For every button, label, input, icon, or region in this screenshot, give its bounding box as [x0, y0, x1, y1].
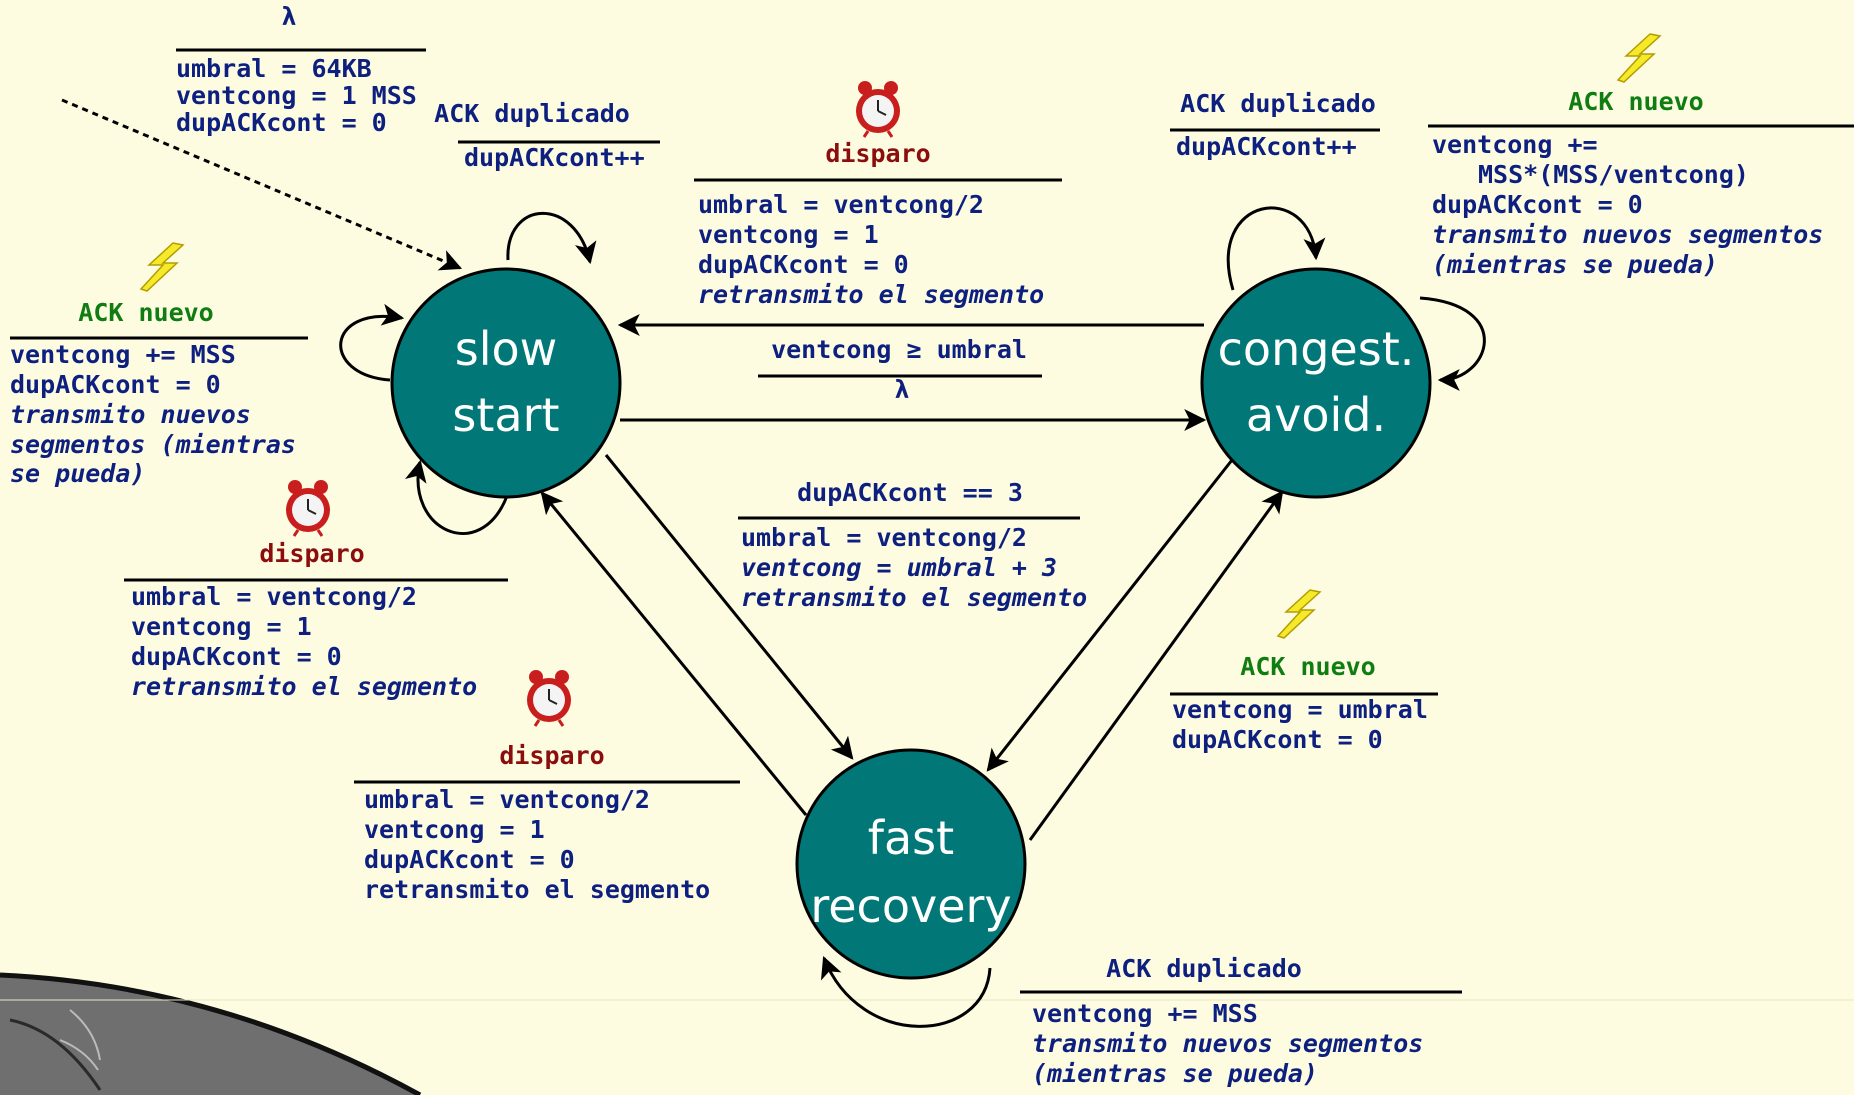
label-action: se pueda) [10, 459, 145, 488]
label-action: ventcong = 1 [131, 612, 312, 641]
state-label-line-1: fast [868, 811, 954, 865]
label-event: λ [281, 2, 296, 31]
label-action: transmito nuevos [10, 400, 251, 429]
label-action: dupACKcont = 0 [131, 642, 342, 671]
label-action: retransmito el segmento [741, 583, 1087, 612]
loop-ca-top [1226, 206, 1326, 291]
state-fast-recovery: fast recovery [795, 748, 1027, 980]
state-slow-start: slow start [390, 267, 622, 499]
loop-ca-right [1419, 296, 1486, 391]
label-action: dupACKcont = 0 [1432, 190, 1643, 219]
label-ca-new-ack: ACK nuevo ventcong += MSS*(MSS/ventcong)… [1428, 33, 1854, 279]
alarm-clock-icon [854, 79, 902, 139]
label-action: ventcong += MSS [1032, 999, 1258, 1028]
alarm-clock-icon [284, 478, 332, 538]
loop-ss-top [506, 212, 597, 265]
loop-ss-left [339, 303, 405, 382]
label-action: ventcong = 1 MSS [176, 81, 417, 110]
label-event: ACK duplicado [434, 99, 630, 128]
arrow-fr-to-ca [1028, 490, 1284, 841]
state-label-line-1: congest. [1218, 322, 1415, 376]
label-action: umbral = ventcong/2 [741, 523, 1027, 552]
transition-arrows [61, 98, 1486, 1028]
label-action: transmito nuevos segmentos [1432, 220, 1823, 249]
label-event: disparo [825, 139, 930, 168]
loop-fr-bottom [820, 955, 992, 1028]
label-action: segmentos (mientras [10, 430, 296, 459]
label-ca-to-ss-timeout: disparo umbral = ventcong/2 ventcong = 1… [694, 79, 1062, 309]
label-action: (mientras se pueda) [1432, 250, 1718, 279]
label-ss-timeout: disparo umbral = ventcong/2 ventcong = 1… [124, 478, 508, 701]
label-event: dupACKcont == 3 [797, 478, 1023, 507]
label-action: (mientras se pueda) [1032, 1059, 1318, 1088]
label-action: ventcong = umbral [1172, 695, 1428, 724]
arrow-ss-to-fr [604, 454, 854, 760]
label-initial: λ umbral = 64KB ventcong = 1 MSS dupACKc… [176, 2, 426, 137]
label-action: ventcong += MSS [10, 340, 236, 369]
label-action: umbral = ventcong/2 [364, 785, 650, 814]
label-fr-dup-ack: ACK duplicado ventcong += MSS transmito … [1020, 954, 1462, 1088]
label-action: retransmito el segmento [131, 672, 477, 701]
label-fr-to-ca-new-ack: ACK nuevo ventcong = umbral dupACKcont =… [1170, 589, 1438, 754]
label-action: dupACKcont = 0 [176, 108, 387, 137]
lightning-icon [1277, 589, 1321, 639]
label-event: disparo [259, 539, 364, 568]
label-action: retransmito el segmento [698, 280, 1044, 309]
label-event: ACK nuevo [1240, 652, 1375, 681]
label-action: dupACKcont++ [1176, 132, 1357, 161]
alarm-clock-icon [525, 668, 573, 728]
label-action: umbral = ventcong/2 [131, 582, 417, 611]
label-to-fr-dup3: dupACKcont == 3 umbral = ventcong/2 vent… [738, 478, 1087, 612]
state-label-line-2: recovery [810, 879, 1011, 933]
label-action: λ [894, 375, 909, 404]
label-action: dupACKcont++ [464, 143, 645, 172]
lightning-icon [140, 242, 184, 292]
label-action: umbral = 64KB [176, 54, 372, 83]
label-action: dupACKcont = 0 [1172, 725, 1383, 754]
label-action: umbral = ventcong/2 [698, 190, 984, 219]
label-action: dupACKcont = 0 [10, 370, 221, 399]
label-action: transmito nuevos segmentos [1032, 1029, 1423, 1058]
state-label-line-1: slow [455, 322, 558, 376]
label-action: retransmito el segmento [364, 875, 710, 904]
state-label-line-2: start [452, 388, 559, 442]
label-action: ventcong = umbral + 3 [741, 553, 1057, 582]
label-event: ventcong ≥ umbral [771, 335, 1027, 364]
label-action: dupACKcont = 0 [364, 845, 575, 874]
label-ca-dup-ack: ACK duplicado dupACKcont++ [1170, 89, 1380, 161]
label-fr-to-ss-timeout: disparo umbral = ventcong/2 ventcong = 1… [354, 668, 740, 904]
arrow-ca-to-fr [986, 459, 1234, 772]
label-event: disparo [499, 741, 604, 770]
label-event: ACK duplicado [1106, 954, 1302, 983]
lightning-icon [1617, 33, 1661, 83]
corner-emblem [0, 972, 422, 1095]
label-action: dupACKcont = 0 [698, 250, 909, 279]
state-congestion-avoidance: congest. avoid. [1200, 267, 1432, 499]
loop-ss-bottom [405, 459, 509, 535]
label-event: ACK nuevo [78, 298, 213, 327]
label-action: ventcong = 1 [364, 815, 545, 844]
label-action: ventcong += [1432, 130, 1598, 159]
label-event: ACK nuevo [1568, 87, 1703, 116]
state-label-line-2: avoid. [1246, 388, 1386, 442]
label-action: MSS*(MSS/ventcong) [1478, 160, 1749, 189]
label-event: ACK duplicado [1180, 89, 1376, 118]
label-ss-to-ca: ventcong ≥ umbral λ [758, 335, 1042, 404]
arrow-fr-to-ss [540, 491, 808, 816]
label-ss-new-ack: ACK nuevo ventcong += MSS dupACKcont = 0… [10, 242, 308, 488]
label-action: ventcong = 1 [698, 220, 879, 249]
label-ss-dup-ack: ACK duplicado dupACKcont++ [434, 99, 660, 172]
